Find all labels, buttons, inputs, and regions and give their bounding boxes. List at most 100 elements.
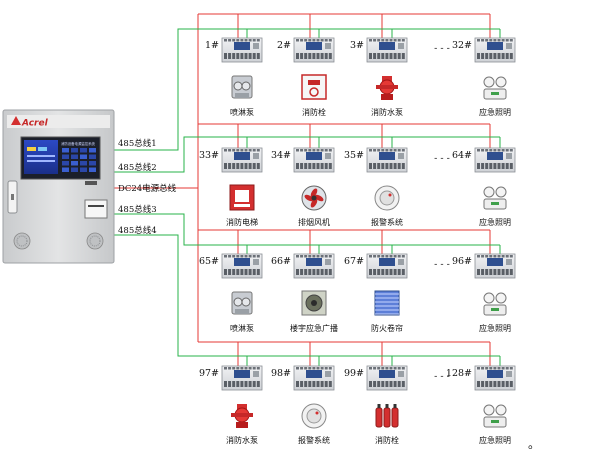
fire-water-pump-icon xyxy=(231,404,253,428)
rs485-bus-line xyxy=(114,136,500,173)
module-id: 66# xyxy=(271,256,291,267)
fire-shutter-icon xyxy=(374,290,400,316)
broadcast-speaker-icon xyxy=(301,290,327,316)
monitoring-module xyxy=(221,147,263,173)
screen-widget xyxy=(27,147,36,151)
screen-widget xyxy=(38,147,47,151)
module-id: 2# xyxy=(277,40,291,51)
fire-elevator-sign-icon xyxy=(229,184,255,211)
module-id: 98# xyxy=(271,368,291,379)
bus-label-485-1: 485总线1 xyxy=(118,138,157,149)
device-label: 防火卷帘 xyxy=(371,323,403,333)
rs485-bus-line xyxy=(114,28,500,151)
module-id: 32# xyxy=(452,40,472,51)
device-label: 报警系统 xyxy=(298,435,330,445)
fire-water-pump-icon xyxy=(376,76,398,100)
printer-slot xyxy=(88,205,104,207)
emergency-light-icon xyxy=(483,76,507,100)
module-id: 96# xyxy=(452,256,472,267)
device-label: 消防电梯 xyxy=(226,217,258,227)
keypad-key xyxy=(80,148,87,153)
emergency-light-icon xyxy=(483,186,507,210)
module-id: 128# xyxy=(446,368,472,379)
keypad-key xyxy=(80,154,87,159)
speaker-left-icon xyxy=(13,232,31,250)
monitoring-module xyxy=(474,147,516,173)
printer xyxy=(84,199,108,219)
status-led xyxy=(85,181,97,185)
screen-title: 消防设备电源监控系统 xyxy=(61,141,96,146)
host-cabinet: Acrel 消防设备电源监控系统 xyxy=(2,109,115,264)
module-id: 1# xyxy=(205,40,219,51)
monitoring-module xyxy=(293,147,335,173)
ellipsis: - - - xyxy=(434,371,450,382)
fire-extinguisher-group-icon xyxy=(375,404,399,428)
monitoring-module xyxy=(221,253,263,279)
module-id: 99# xyxy=(344,368,364,379)
cabinet-header xyxy=(7,115,110,128)
monitoring-module xyxy=(474,253,516,279)
keypad-key xyxy=(71,148,78,153)
sprinkler-pump-icon xyxy=(231,291,253,315)
sprinkler-pump-icon xyxy=(231,75,253,99)
device-label: 喷淋泵 xyxy=(230,323,254,333)
keypad-key xyxy=(89,167,96,172)
device-label: 应急照明 xyxy=(479,107,511,117)
rs485-bus-line xyxy=(114,234,500,357)
keypad-key xyxy=(71,154,78,159)
monitoring-module xyxy=(366,147,408,173)
monitoring-module xyxy=(474,37,516,63)
module-row: 65# 喷淋泵 66# 楼宇应急广播 67# 防火卷帘 96# 应急照明 - - - xyxy=(199,253,516,333)
keypad-key xyxy=(89,154,96,159)
module-id: 97# xyxy=(199,368,219,379)
module-id: 64# xyxy=(452,150,472,161)
monitoring-module xyxy=(221,37,263,63)
bus-label-dc24: DC24电源总线 xyxy=(118,183,177,194)
smoke-detector-icon xyxy=(301,403,327,429)
module-id: 65# xyxy=(199,256,219,267)
device-label: 应急照明 xyxy=(479,323,511,333)
ellipsis: - - - xyxy=(434,259,450,270)
smoke-detector-icon xyxy=(374,185,400,211)
device-label: 消防水泵 xyxy=(226,435,258,445)
bus-label-485-2: 485总线2 xyxy=(118,162,157,173)
bus-label-485-4: 485总线4 xyxy=(118,225,157,236)
monitoring-module xyxy=(293,365,335,391)
device-label: 楼宇应急广播 xyxy=(290,323,338,333)
bus-label-485-3: 485总线3 xyxy=(118,204,157,215)
wiring xyxy=(114,13,501,366)
monitoring-module xyxy=(366,365,408,391)
keypad xyxy=(62,148,96,172)
keypad-key xyxy=(80,161,87,166)
device-label: 排烟风机 xyxy=(298,217,330,227)
device-label: 报警系统 xyxy=(371,217,403,227)
keypad-key xyxy=(89,148,96,153)
keypad-key xyxy=(80,167,87,172)
monitoring-module xyxy=(474,365,516,391)
hydrant-cabinet-icon xyxy=(301,74,327,100)
trailing-mark: 。 xyxy=(528,437,540,451)
keypad-key xyxy=(71,161,78,166)
module-id: 34# xyxy=(271,150,291,161)
monitoring-module xyxy=(293,253,335,279)
keypad-key xyxy=(71,167,78,172)
module-id: 35# xyxy=(344,150,364,161)
smoke-exhaust-fan-icon xyxy=(301,185,327,211)
monitoring-module xyxy=(221,365,263,391)
keypad-key xyxy=(89,161,96,166)
module-id: 33# xyxy=(199,150,219,161)
keypad-key xyxy=(62,148,69,153)
ellipsis: - - - xyxy=(434,43,450,54)
emergency-light-icon xyxy=(483,404,507,428)
module-id: 67# xyxy=(344,256,364,267)
keypad-key xyxy=(62,161,69,166)
monitoring-module xyxy=(366,37,408,63)
device-label: 消防栓 xyxy=(302,107,326,117)
screen-widget xyxy=(27,160,55,162)
keypad-key xyxy=(62,154,69,159)
keypad-key xyxy=(62,167,69,172)
